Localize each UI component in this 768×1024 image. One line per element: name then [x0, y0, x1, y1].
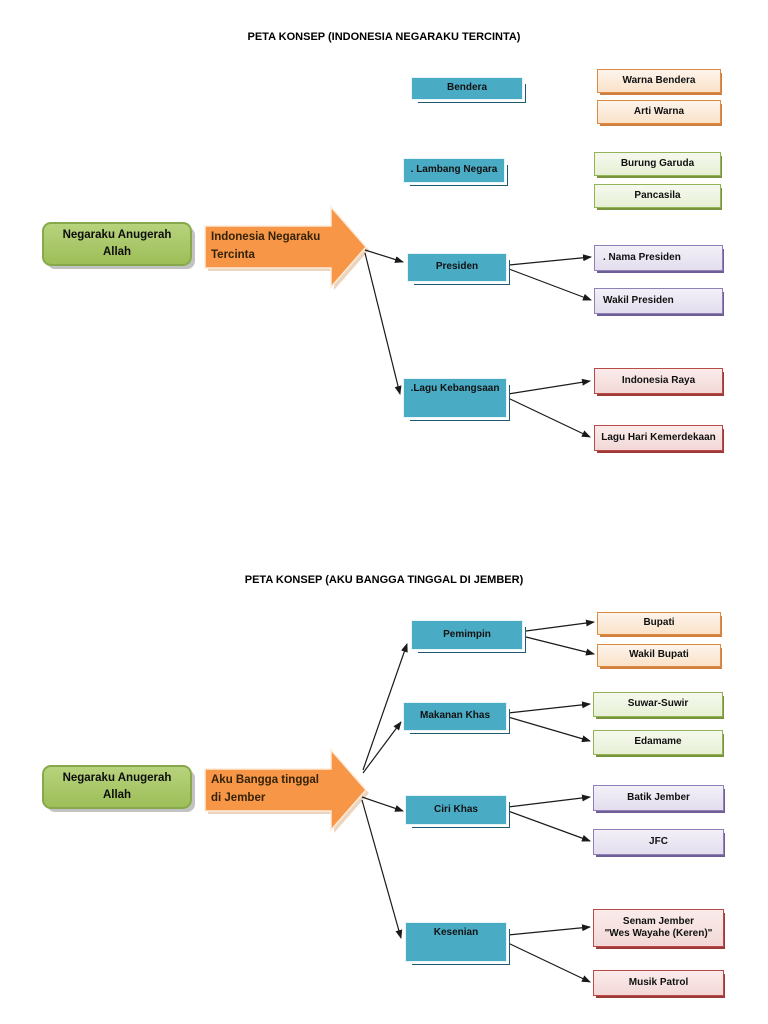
leaf-lagu-hari-kemerdekaan: Lagu Hari Kemerdekaan	[594, 425, 723, 451]
arrow1-line2: Tercinta	[211, 249, 255, 262]
branch-pemimpin: Pemimpin	[411, 620, 523, 650]
branch-kesenian: Kesenian	[405, 922, 507, 962]
leaf-senam-jember: Senam Jember "Wes Wayahe (Keren)"	[593, 909, 724, 947]
arrow2-line2: di Jember	[211, 792, 266, 805]
root-node-2: Negaraku Anugerah Allah	[42, 765, 192, 809]
leaf-burung-garuda: Burung Garuda	[594, 152, 721, 176]
leaf-bupati: Bupati	[597, 612, 721, 635]
leaf-musik-patrol: Musik Patrol	[593, 970, 724, 996]
root1-line1: Negaraku Anugerah	[62, 228, 172, 241]
branch-lagu-kebangsaan: .Lagu Kebangsaan	[403, 378, 507, 418]
big-arrow-2	[204, 748, 369, 833]
leaf-arti-warna: Arti Warna	[597, 100, 721, 124]
arrow2-line1: Aku Bangga tinggal	[211, 774, 319, 786]
root2-line1: Negaraku Anugerah	[62, 771, 172, 784]
leaf-suwar-suwir: Suwar-Suwir	[593, 692, 723, 717]
diagram2-title: PETA KONSEP (AKU BANGGA TINGGAL DI JEMBE…	[244, 574, 524, 586]
leaf-pancasila: Pancasila	[594, 184, 721, 208]
leaf-jfc: JFC	[593, 829, 724, 855]
leaf-nama-presiden: . Nama Presiden	[594, 245, 723, 271]
senam-line1: Senam Jember	[622, 915, 695, 927]
arrow1-line1: Indonesia Negaraku	[211, 231, 321, 243]
leaf-wakil-bupati: Wakil Bupati	[597, 644, 721, 667]
branch-ciri-khas: Ciri Khas	[405, 795, 507, 825]
root-node-1: Negaraku Anugerah Allah	[42, 222, 192, 266]
root1-line2: Allah	[102, 246, 132, 258]
big-arrow-1-label: Indonesia Negaraku Tercinta	[211, 228, 331, 265]
leaf-warna-bendera: Warna Bendera	[597, 69, 721, 93]
senam-line2: "Wes Wayahe (Keren)"	[604, 928, 713, 939]
leaf-wakil-presiden: Wakil Presiden	[594, 288, 723, 314]
big-arrow-1	[204, 205, 369, 290]
leaf-edamame: Edamame	[593, 730, 723, 755]
leaf-indonesia-raya: Indonesia Raya	[594, 368, 723, 394]
branch-bendera: Bendera	[411, 77, 523, 100]
branch-makanan-khas: Makanan Khas	[403, 702, 507, 731]
root2-line2: Allah	[102, 789, 132, 801]
diagram1-title: PETA KONSEP (INDONESIA NEGARAKU TERCINTA…	[247, 31, 521, 43]
branch-lambang-negara: . Lambang Negara	[403, 158, 505, 183]
branch-presiden: Presiden	[407, 253, 507, 282]
big-arrow-2-label: Aku Bangga tinggal di Jember	[211, 771, 331, 808]
leaf-batik-jember: Batik Jember	[593, 785, 724, 811]
